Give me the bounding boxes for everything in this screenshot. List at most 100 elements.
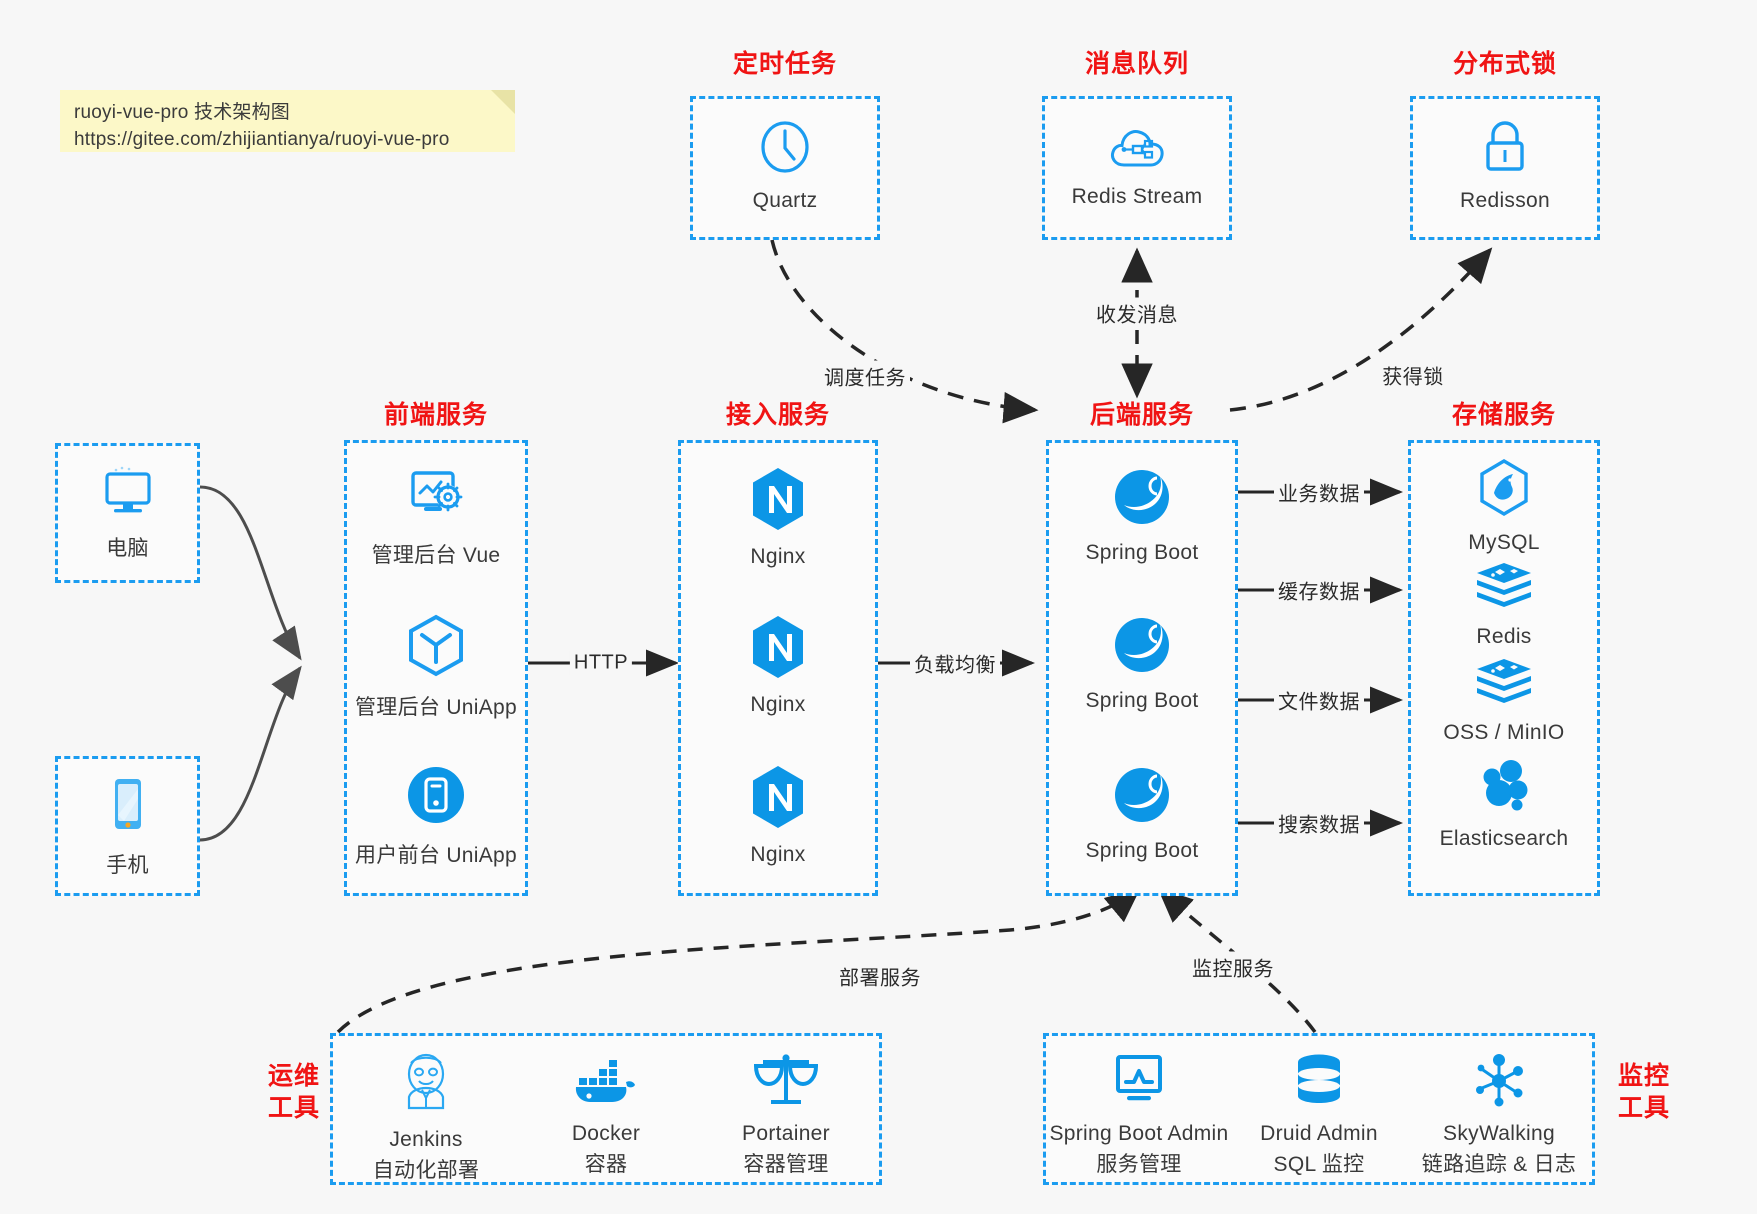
- node-spring-boot-2[interactable]: Spring Boot: [1049, 613, 1235, 713]
- group-title-frontend: 前端服务: [383, 401, 488, 429]
- group-title-message-queue: 消息队列: [1084, 50, 1189, 78]
- note-title: ruoyi-vue-pro 技术架构图: [74, 102, 291, 123]
- docker-icon: [572, 1054, 640, 1115]
- spring-boot-icon: [1110, 465, 1174, 534]
- node-user-uniapp[interactable]: 用户前台 UniApp: [347, 763, 525, 869]
- edge-label-file-data: 文件数据: [1274, 684, 1364, 716]
- node-label: Jenkins: [389, 1128, 463, 1151]
- group-box-monitor: Spring Boot Admin 服务管理 Druid Admin SQL 监…: [1043, 1033, 1595, 1185]
- group-title-devops: 运维 工具: [258, 1060, 330, 1124]
- node-jenkins[interactable]: Jenkins 自动化部署: [153, 1050, 699, 1184]
- cloud-network-icon: [1108, 121, 1166, 178]
- mysql-icon: [1474, 457, 1534, 524]
- oss-icon: [1473, 655, 1535, 714]
- node-phone[interactable]: 手机: [58, 775, 197, 879]
- monitor-chart-icon: [1107, 1052, 1171, 1115]
- group-box-backend: Spring Boot Spring Boot Spring Boot: [1046, 440, 1238, 896]
- node-mysql[interactable]: MySQL: [1411, 457, 1597, 555]
- node-sublabel: 链路追踪 & 日志: [1421, 1153, 1577, 1176]
- node-sublabel: 服务管理: [1096, 1153, 1182, 1176]
- group-title-monitor-line1: 监控: [1617, 1062, 1670, 1090]
- node-redis[interactable]: Redis: [1411, 559, 1597, 649]
- edge-label-cache-data: 缓存数据: [1274, 574, 1364, 606]
- node-sublabel: 容器: [584, 1153, 628, 1176]
- skywalking-icon: [1468, 1052, 1530, 1115]
- group-box-client-phone: 手机: [55, 756, 200, 896]
- group-title-monitor-line2: 工具: [1617, 1094, 1670, 1122]
- group-box-scheduled-task: Quartz: [690, 96, 880, 240]
- node-label: 用户前台 UniApp: [354, 844, 517, 867]
- node-label: OSS / MinIO: [1443, 721, 1565, 744]
- mobile-circle-icon: [404, 763, 468, 832]
- node-label: Nginx: [750, 693, 806, 716]
- node-spring-boot-3[interactable]: Spring Boot: [1049, 763, 1235, 863]
- jenkins-icon: [394, 1050, 458, 1121]
- group-box-distributed-lock: Redisson: [1410, 96, 1600, 240]
- edge-label-business-data: 业务数据: [1274, 476, 1364, 508]
- nginx-icon: [747, 763, 809, 836]
- edge-label-monitor-service: 监控服务: [1188, 951, 1278, 983]
- group-title-storage: 存储服务: [1451, 401, 1556, 429]
- node-label: Druid Admin: [1260, 1122, 1378, 1145]
- edge-label-schedule-task: 调度任务: [820, 360, 910, 392]
- node-nginx-2[interactable]: Nginx: [681, 613, 875, 717]
- node-oss-minio[interactable]: OSS / MinIO: [1411, 655, 1597, 745]
- node-label: Redis Stream: [1071, 185, 1203, 208]
- group-box-frontend: 管理后台 Vue 管理后台 UniApp 用户前台: [344, 440, 528, 896]
- node-redis-stream[interactable]: Redis Stream: [1045, 121, 1229, 209]
- node-nginx-3[interactable]: Nginx: [681, 763, 875, 867]
- lock-icon: [1476, 117, 1534, 182]
- group-box-gateway: Nginx Nginx Nginx: [678, 440, 878, 896]
- group-title-distributed-lock: 分布式锁: [1452, 50, 1557, 78]
- node-admin-uniapp[interactable]: 管理后台 UniApp: [347, 613, 525, 721]
- elasticsearch-icon: [1473, 755, 1535, 820]
- node-label: Redisson: [1460, 189, 1550, 212]
- node-label: SkyWalking: [1443, 1122, 1555, 1145]
- node-sublabel: 容器管理: [743, 1153, 829, 1176]
- node-label: Docker: [571, 1122, 641, 1145]
- spring-boot-icon: [1110, 613, 1174, 682]
- scales-icon: [753, 1050, 819, 1115]
- dashboard-gear-icon: [402, 465, 470, 532]
- node-admin-vue[interactable]: 管理后台 Vue: [347, 465, 525, 569]
- node-label: 手机: [106, 854, 149, 877]
- edge-label-send-receive-message: 收发消息: [1092, 297, 1182, 329]
- node-skywalking[interactable]: SkyWalking 链路追踪 & 日志: [1226, 1052, 1757, 1178]
- desktop-icon: [98, 464, 158, 525]
- sticky-note: ruoyi-vue-pro 技术架构图 https://gitee.com/zh…: [60, 90, 515, 152]
- node-druid-admin[interactable]: Druid Admin SQL 监控: [1046, 1052, 1592, 1178]
- node-label: Nginx: [750, 843, 806, 866]
- node-redisson[interactable]: Redisson: [1413, 117, 1597, 213]
- redis-icon: [1473, 559, 1535, 618]
- node-label: Spring Boot: [1085, 689, 1199, 712]
- node-desktop[interactable]: 电脑: [58, 464, 197, 562]
- node-portainer[interactable]: Portainer 容器管理: [513, 1050, 1059, 1178]
- group-box-message-queue: Redis Stream: [1042, 96, 1232, 240]
- group-box-client-desktop: 电脑: [55, 443, 200, 583]
- node-label: Portainer: [742, 1122, 830, 1145]
- node-quartz[interactable]: Quartz: [693, 117, 877, 213]
- clock-icon: [755, 117, 815, 182]
- node-label: 管理后台 Vue: [371, 544, 501, 567]
- group-box-storage: MySQL Redis: [1408, 440, 1600, 896]
- node-spring-boot-1[interactable]: Spring Boot: [1049, 465, 1235, 565]
- edge-label-acquire-lock: 获得锁: [1378, 359, 1448, 391]
- node-label: Nginx: [750, 545, 806, 568]
- node-nginx-1[interactable]: Nginx: [681, 465, 875, 569]
- node-label: Spring Boot: [1085, 839, 1199, 862]
- node-sublabel: 自动化部署: [372, 1159, 480, 1182]
- group-box-devops: Jenkins 自动化部署 Docker 容器: [330, 1033, 882, 1185]
- node-spring-boot-admin[interactable]: Spring Boot Admin 服务管理: [866, 1052, 1412, 1178]
- node-label: Spring Boot Admin: [1049, 1122, 1229, 1145]
- group-title-devops-line2: 工具: [267, 1094, 320, 1122]
- group-title-backend: 后端服务: [1089, 401, 1194, 429]
- spring-boot-icon: [1110, 763, 1174, 832]
- edge-label-http: HTTP: [569, 650, 633, 676]
- node-label: 电脑: [106, 537, 149, 560]
- group-title-scheduled-task: 定时任务: [732, 50, 837, 78]
- node-elasticsearch[interactable]: Elasticsearch: [1411, 755, 1597, 851]
- node-docker[interactable]: Docker 容器: [333, 1054, 879, 1178]
- edge-label-load-balance: 负载均衡: [910, 647, 1000, 679]
- group-title-monitor: 监控 工具: [1608, 1060, 1680, 1124]
